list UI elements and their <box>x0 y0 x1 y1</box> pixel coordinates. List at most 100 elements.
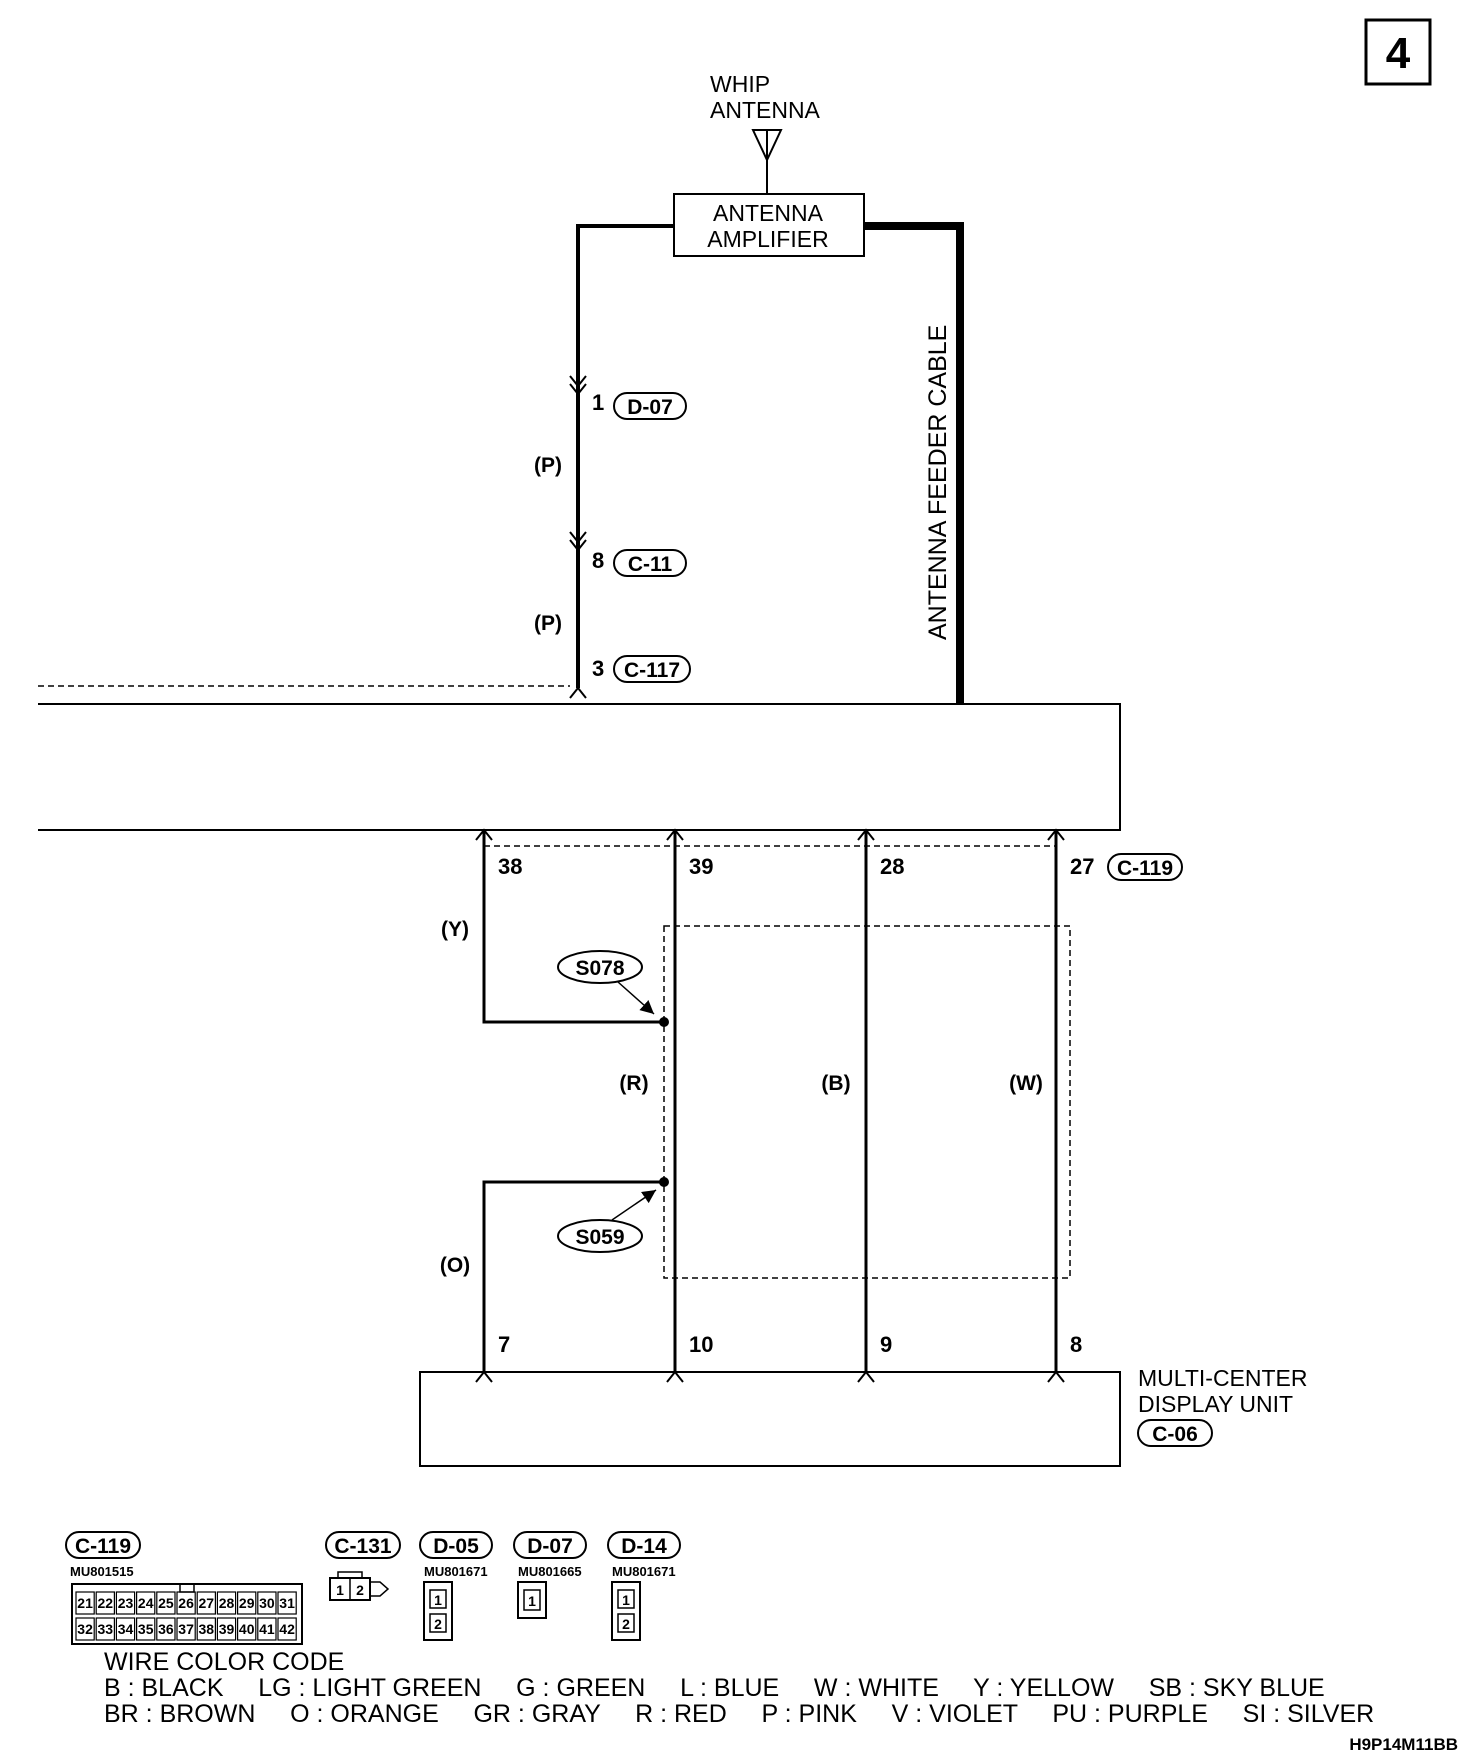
c119-cavity <box>277 1617 297 1641</box>
pin-3: 3 <box>592 656 604 681</box>
connector-c117-symbol <box>569 686 587 699</box>
pin-7: 7 <box>498 1332 510 1357</box>
wire-orange <box>482 1180 664 1372</box>
conn-c119: C-119 <box>1117 857 1173 880</box>
display-unit-label-2: DISPLAY UNIT <box>1138 1391 1293 1417</box>
c119-cavity <box>156 1617 176 1641</box>
connector-d07-symbol <box>569 375 587 396</box>
c119-cavity-number: 29 <box>239 1595 255 1611</box>
view-d05-name: D-05 <box>433 1535 479 1558</box>
wire-color-r: (R) <box>619 1072 648 1095</box>
c119-cavity-number: 32 <box>77 1621 93 1637</box>
c119-cavity <box>75 1591 95 1615</box>
c119-cavity-number: 42 <box>279 1621 295 1637</box>
pin-10: 10 <box>689 1332 713 1357</box>
c119-cavity <box>176 1591 196 1615</box>
c119-cavity <box>136 1591 156 1615</box>
legend-line-1: B : BLACK LG : LIGHT GREEN G : GREEN L :… <box>104 1674 1325 1702</box>
c119-cavity-number: 22 <box>98 1595 114 1611</box>
antenna-amplifier-label-2: AMPLIFIER <box>707 226 828 252</box>
pin-38: 38 <box>498 854 522 879</box>
c119-cavity-number: 41 <box>259 1621 275 1637</box>
wire-color-p2: (P) <box>534 612 562 635</box>
view-d14-pin1: 1 <box>622 1592 630 1608</box>
legend-line-2: BR : BROWN O : ORANGE GR : GRAY R : RED … <box>104 1700 1374 1728</box>
c119-cavity <box>257 1591 277 1615</box>
lower-wires <box>482 830 1058 1372</box>
view-c119-part: MU801515 <box>70 1564 134 1579</box>
c119-cavity <box>237 1617 257 1641</box>
splice-s078-label: S078 <box>575 957 624 980</box>
c119-cavity <box>196 1591 216 1615</box>
whip-antenna-label-1: WHIP <box>710 71 770 97</box>
c119-cavity-number: 35 <box>138 1621 154 1637</box>
c119-cavity <box>136 1617 156 1641</box>
page-number: 4 <box>1386 29 1411 78</box>
c119-cavity <box>95 1617 115 1641</box>
conn-c06: C-06 <box>1152 1423 1198 1446</box>
feeder-cable-label: ANTENNA FEEDER CABLE <box>924 325 952 640</box>
c119-cavity-number: 23 <box>118 1595 134 1611</box>
c119-cavity <box>257 1617 277 1641</box>
connector-view-c131: C-131 1 2 <box>325 1531 401 1601</box>
view-d05-pin1: 1 <box>434 1592 442 1608</box>
wire-color-w: (W) <box>1009 1072 1043 1095</box>
antenna-amplifier-label-1: ANTENNA <box>713 200 824 226</box>
view-c119-name: C-119 <box>75 1535 131 1558</box>
connector-c11-label: 8 C-11 <box>592 548 687 577</box>
connector-view-d14: D-14 MU801671 1 2 <box>607 1531 681 1641</box>
view-d07-name: D-07 <box>527 1535 573 1558</box>
c119-cavity <box>216 1617 237 1641</box>
display-unit-pins: 7 10 9 8 <box>475 1332 1082 1383</box>
c119-cavity-number: 28 <box>219 1595 235 1611</box>
c119-cavity-number: 36 <box>158 1621 174 1637</box>
pin-8-display: 8 <box>1070 1332 1082 1357</box>
wire-color-y: (Y) <box>441 918 469 941</box>
c119-cavity <box>115 1617 136 1641</box>
view-c131-pin2: 2 <box>356 1582 364 1598</box>
view-c131-pin1: 1 <box>336 1582 344 1598</box>
c119-cavity-number: 27 <box>199 1595 215 1611</box>
c119-cavity-number: 34 <box>118 1621 134 1637</box>
pin-1: 1 <box>592 390 604 415</box>
c119-cavity-number: 38 <box>199 1621 215 1637</box>
pin-27: 27 <box>1070 854 1094 879</box>
view-d05-part: MU801671 <box>424 1564 488 1579</box>
view-d07-pin1: 1 <box>528 1593 536 1609</box>
wire-color-o: (O) <box>440 1254 470 1277</box>
connector-view-d05: D-05 MU801671 1 2 <box>419 1531 493 1641</box>
connector-c11-symbol <box>569 531 587 552</box>
pin-28: 28 <box>880 854 904 879</box>
c119-cavity-number: 37 <box>178 1621 194 1637</box>
c119-cavity-number: 31 <box>279 1595 295 1611</box>
connector-view-d07: D-07 MU801665 1 <box>513 1531 587 1619</box>
view-c131-name: C-131 <box>334 1535 392 1558</box>
c119-cavity <box>156 1591 176 1615</box>
wire-color-b: (B) <box>821 1072 850 1095</box>
splice-s059-label: S059 <box>575 1226 624 1249</box>
antenna-amplifier: ANTENNA AMPLIFIER <box>673 193 865 257</box>
whip-antenna-label-2: ANTENNA <box>710 97 821 123</box>
c119-cavity <box>75 1617 95 1641</box>
whip-antenna: WHIP ANTENNA <box>710 71 821 194</box>
connector-d07-label: 1 D-07 <box>592 390 687 420</box>
c119-cavity <box>176 1617 196 1641</box>
c119-cavity-number: 24 <box>138 1595 154 1611</box>
c119-cavity <box>115 1591 136 1615</box>
splice-s059-dot <box>659 1177 669 1187</box>
c119-cavity-number: 21 <box>77 1595 93 1611</box>
wire-pink <box>569 224 674 699</box>
wire-color-p1: (P) <box>534 454 562 477</box>
figure-code: H9P14M11BB <box>1349 1735 1458 1754</box>
display-unit-label-1: MULTI-CENTER <box>1138 1365 1308 1391</box>
multi-center-display-unit: MULTI-CENTER DISPLAY UNIT C-06 <box>419 1365 1308 1467</box>
pin-8: 8 <box>592 548 604 573</box>
c119-cavity-number: 25 <box>158 1595 174 1611</box>
wire-color-code-legend: WIRE COLOR CODE B : BLACK LG : LIGHT GRE… <box>104 1648 1374 1728</box>
view-d14-pin2: 2 <box>622 1616 630 1632</box>
c119-cavity <box>237 1591 257 1615</box>
splice-s078: S078 <box>557 950 655 1015</box>
c119-cavity-number: 40 <box>239 1621 255 1637</box>
